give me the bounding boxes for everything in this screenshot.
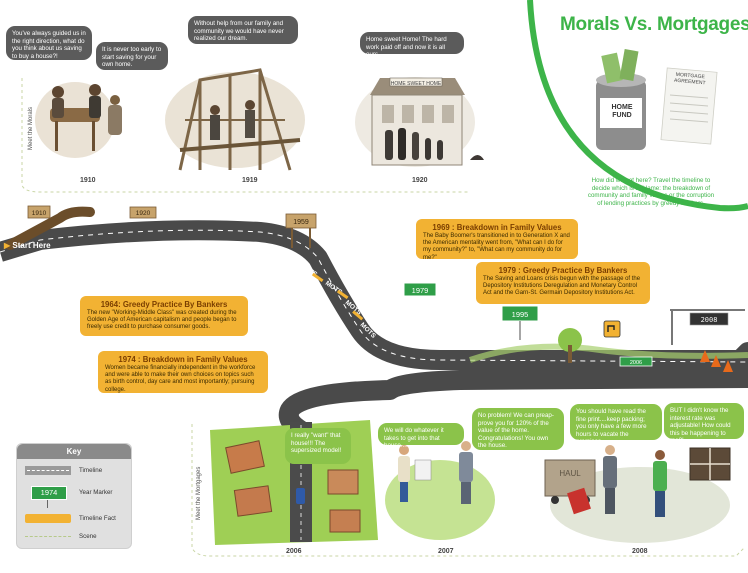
legend-row-timeline: Timeline xyxy=(25,464,125,478)
legend-row-year-marker: 1974 Year Marker xyxy=(25,486,125,508)
sign-1959: 1959 xyxy=(293,219,309,226)
legend-title: Key xyxy=(17,444,131,459)
truck-label: HAUL xyxy=(559,469,581,478)
sign-1979: 1979 xyxy=(412,286,429,295)
can-label: HOME FUND xyxy=(611,104,633,119)
legend-swatch-fact xyxy=(25,514,71,523)
scene-2008-image: HAUL xyxy=(544,445,731,543)
legend-swatch-year: 1974 xyxy=(31,486,67,500)
legend-swatch-scene xyxy=(25,536,71,537)
side-label-morals: Meet the Morals xyxy=(28,106,34,150)
speech-bubble-2007-b: No problem! We can preap-prove you for 1… xyxy=(472,408,564,450)
speech-bubble-1910-a: You've always guided us in the right dir… xyxy=(6,26,92,60)
scene-year-2008: 2008 xyxy=(632,548,648,555)
legend-row-fact: Timeline Fact xyxy=(25,512,125,526)
speech-bubble-2007-a: We will do whatever it takes to get into… xyxy=(378,423,464,449)
speech-bubble-2008-b: BUT I didn't know the interest rate was … xyxy=(664,403,744,444)
speech-bubble-1919: Without help from our family and communi… xyxy=(188,16,298,44)
legend-key: Key Timeline 1974 Year Marker Timeline F… xyxy=(16,443,132,549)
scene-year-1910: 1910 xyxy=(80,177,96,184)
intro-text: How did we get here? Travel the timeline… xyxy=(587,177,715,207)
scene-year-2006: 2006 xyxy=(286,548,302,555)
scene-1919-image xyxy=(165,68,305,171)
scene-year-2007: 2007 xyxy=(438,548,454,555)
start-here-label: ▶ Start Here xyxy=(4,241,51,250)
sign-1920: 1920 xyxy=(136,210,151,217)
sign-2008: 2008 xyxy=(701,316,718,324)
speech-bubble-1910-b: It is never too early to start saving fo… xyxy=(96,42,168,70)
sign-2006: 2006 xyxy=(630,360,642,366)
fact-1969: 1969 : Breakdown in Family Values The Ba… xyxy=(416,219,578,261)
speech-bubble-1920: Home sweet Home! The hard work paid off … xyxy=(360,32,464,58)
scene-1910-image xyxy=(35,82,122,158)
legend-row-scene: Scene xyxy=(25,530,125,544)
side-label-mortgages: Meet the Mortgages xyxy=(196,466,202,520)
start-arrow-icon: ▶ xyxy=(4,241,11,250)
svg-text:HOME SWEET HOME: HOME SWEET HOME xyxy=(391,81,442,87)
scene-year-1920: 1920 xyxy=(412,177,428,184)
fact-1979: 1979 : Greedy Practice By Bankers The Sa… xyxy=(476,262,650,304)
fact-1974: 1974 : Breakdown in Family Values Women … xyxy=(98,351,268,393)
scene-1920-image: HOME SWEET HOME xyxy=(355,77,484,167)
page-title: Morals Vs. Mortgages xyxy=(560,14,748,35)
sign-1995: 1995 xyxy=(512,310,529,319)
fact-1964: 1964: Greedy Practice By Bankers The new… xyxy=(80,296,248,336)
speech-bubble-2008-a: You should have read the fine print....k… xyxy=(570,404,662,445)
sign-1910: 1910 xyxy=(32,210,47,217)
speech-bubble-2006: I really "want" that house!!! The supers… xyxy=(285,428,351,464)
scene-2007-image xyxy=(385,441,495,540)
home-fund-can-image xyxy=(596,49,718,150)
scene-year-1919: 1919 xyxy=(242,177,258,184)
legend-swatch-timeline xyxy=(25,466,71,475)
